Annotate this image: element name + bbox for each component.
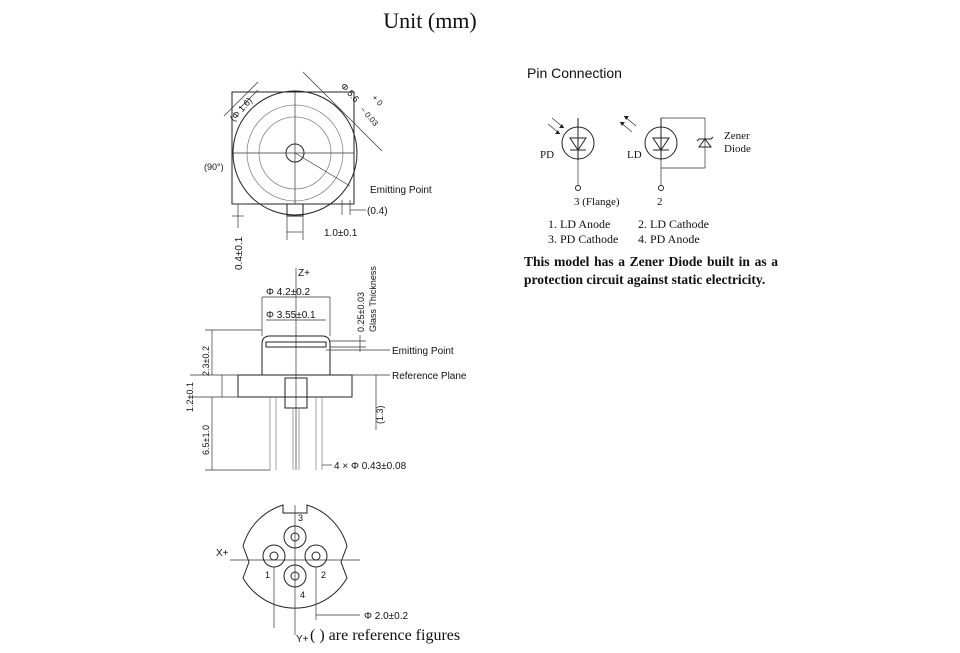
emitting-point-leader: [294, 152, 351, 187]
pin-2-label: 2: [321, 570, 326, 580]
pin-3-pad: [283, 525, 307, 549]
svg-text:+ 0: + 0: [370, 93, 385, 108]
emitting-point-label-side: Emitting Point: [392, 346, 454, 357]
glass-thickness-label: Glass Thickness: [368, 266, 378, 332]
lead-diameter-note: 4 × Φ 0.43±0.08: [334, 461, 407, 472]
width-label: 1.0±0.1: [324, 228, 358, 239]
z-axis-label: Z+: [298, 268, 310, 279]
bottom-view: X+ 3 1 2 4 Φ 2.0±0.2 Y+: [216, 504, 408, 645]
pin-2-terminal: [658, 185, 664, 191]
x-axis-label: X+: [216, 548, 229, 559]
lead-length-label: 6.5±1.0: [201, 425, 211, 455]
top-view-frame: [231, 91, 355, 205]
pin-1-desc: 1. LD Anode: [548, 217, 611, 231]
y-axis-label: Y+: [296, 634, 309, 645]
pin-3-desc: 3. PD Cathode: [548, 232, 619, 246]
pin-2-pad: [304, 544, 328, 568]
window-diameter-label: Φ 3.55±0.1: [266, 310, 316, 321]
flange: [237, 374, 353, 398]
pin-connection-title: Pin Connection: [527, 65, 622, 81]
ref-13-label: (1.3): [375, 405, 385, 424]
zener-label-1: Zener: [724, 130, 750, 142]
pcd-label: Φ 2.0±0.2: [364, 611, 408, 622]
cap-outline: [261, 335, 331, 375]
emitting-point-label: Emitting Point: [370, 185, 432, 196]
side-view: Z+ Φ 4.2±0.2 Φ 3.55±0.1 0.25±0.03 Glass …: [185, 266, 467, 472]
zener-diode-symbol: [698, 138, 712, 148]
glass-window: [265, 341, 327, 348]
zener-note: This model has a Zener Diode built in as…: [524, 254, 778, 287]
pin-3-label: 3: [298, 513, 303, 523]
pin-list-row: 3. PD Cathode 4. PD Anode: [548, 232, 728, 247]
pd-label: PD: [540, 149, 554, 161]
top-view: (Φ 1.6) Φ 5.6 + 0 − 0.03 (90°) Emitting …: [204, 71, 432, 270]
pin-1-label: 1: [265, 570, 270, 580]
angle-label: (90°): [204, 162, 224, 172]
ld-label: LD: [627, 149, 642, 161]
reference-plane-label: Reference Plane: [392, 371, 467, 382]
height-label: 0.4±0.1: [234, 236, 245, 270]
pin-3-caption: 3 (Flange): [574, 196, 620, 208]
zener-label-2: Diode: [724, 143, 751, 155]
pin-4-desc: 4. PD Anode: [638, 232, 700, 246]
pin-2-desc: 2. LD Cathode: [638, 217, 709, 231]
reference-note: ( ) are reference figures: [310, 627, 461, 644]
pin-2-caption: 2: [657, 196, 663, 208]
page-title: Unit (mm): [383, 8, 477, 33]
cap-height-label: 2.3±0.2: [201, 346, 211, 376]
flange-thickness-label: 1.2±0.1: [185, 382, 195, 412]
glass-thickness-value: 0.25±0.03: [356, 292, 366, 332]
pin-connection-schematic: PD LD Zener Diode 3 (Flange) 2: [540, 115, 751, 208]
offset-label: (0.4): [367, 206, 388, 217]
pin-4-label: 4: [300, 590, 305, 600]
pin-3-terminal: [575, 185, 581, 191]
body-diameter-label: Φ 5.6: [339, 81, 361, 104]
pin-1-pad: [262, 544, 286, 568]
pin-4-pad: [283, 564, 307, 588]
stem: [284, 377, 308, 409]
svg-text:− 0.03: − 0.03: [358, 105, 380, 128]
key-notch: [286, 203, 304, 217]
pin-list-row: 1. LD Anode 2. LD Cathode: [548, 217, 728, 232]
base-outline: [242, 504, 348, 609]
cap-diameter-label: Φ 4.2±0.2: [266, 287, 310, 298]
pin-list: 1. LD Anode 2. LD Cathode 3. PD Cathode 4.…: [548, 217, 728, 247]
